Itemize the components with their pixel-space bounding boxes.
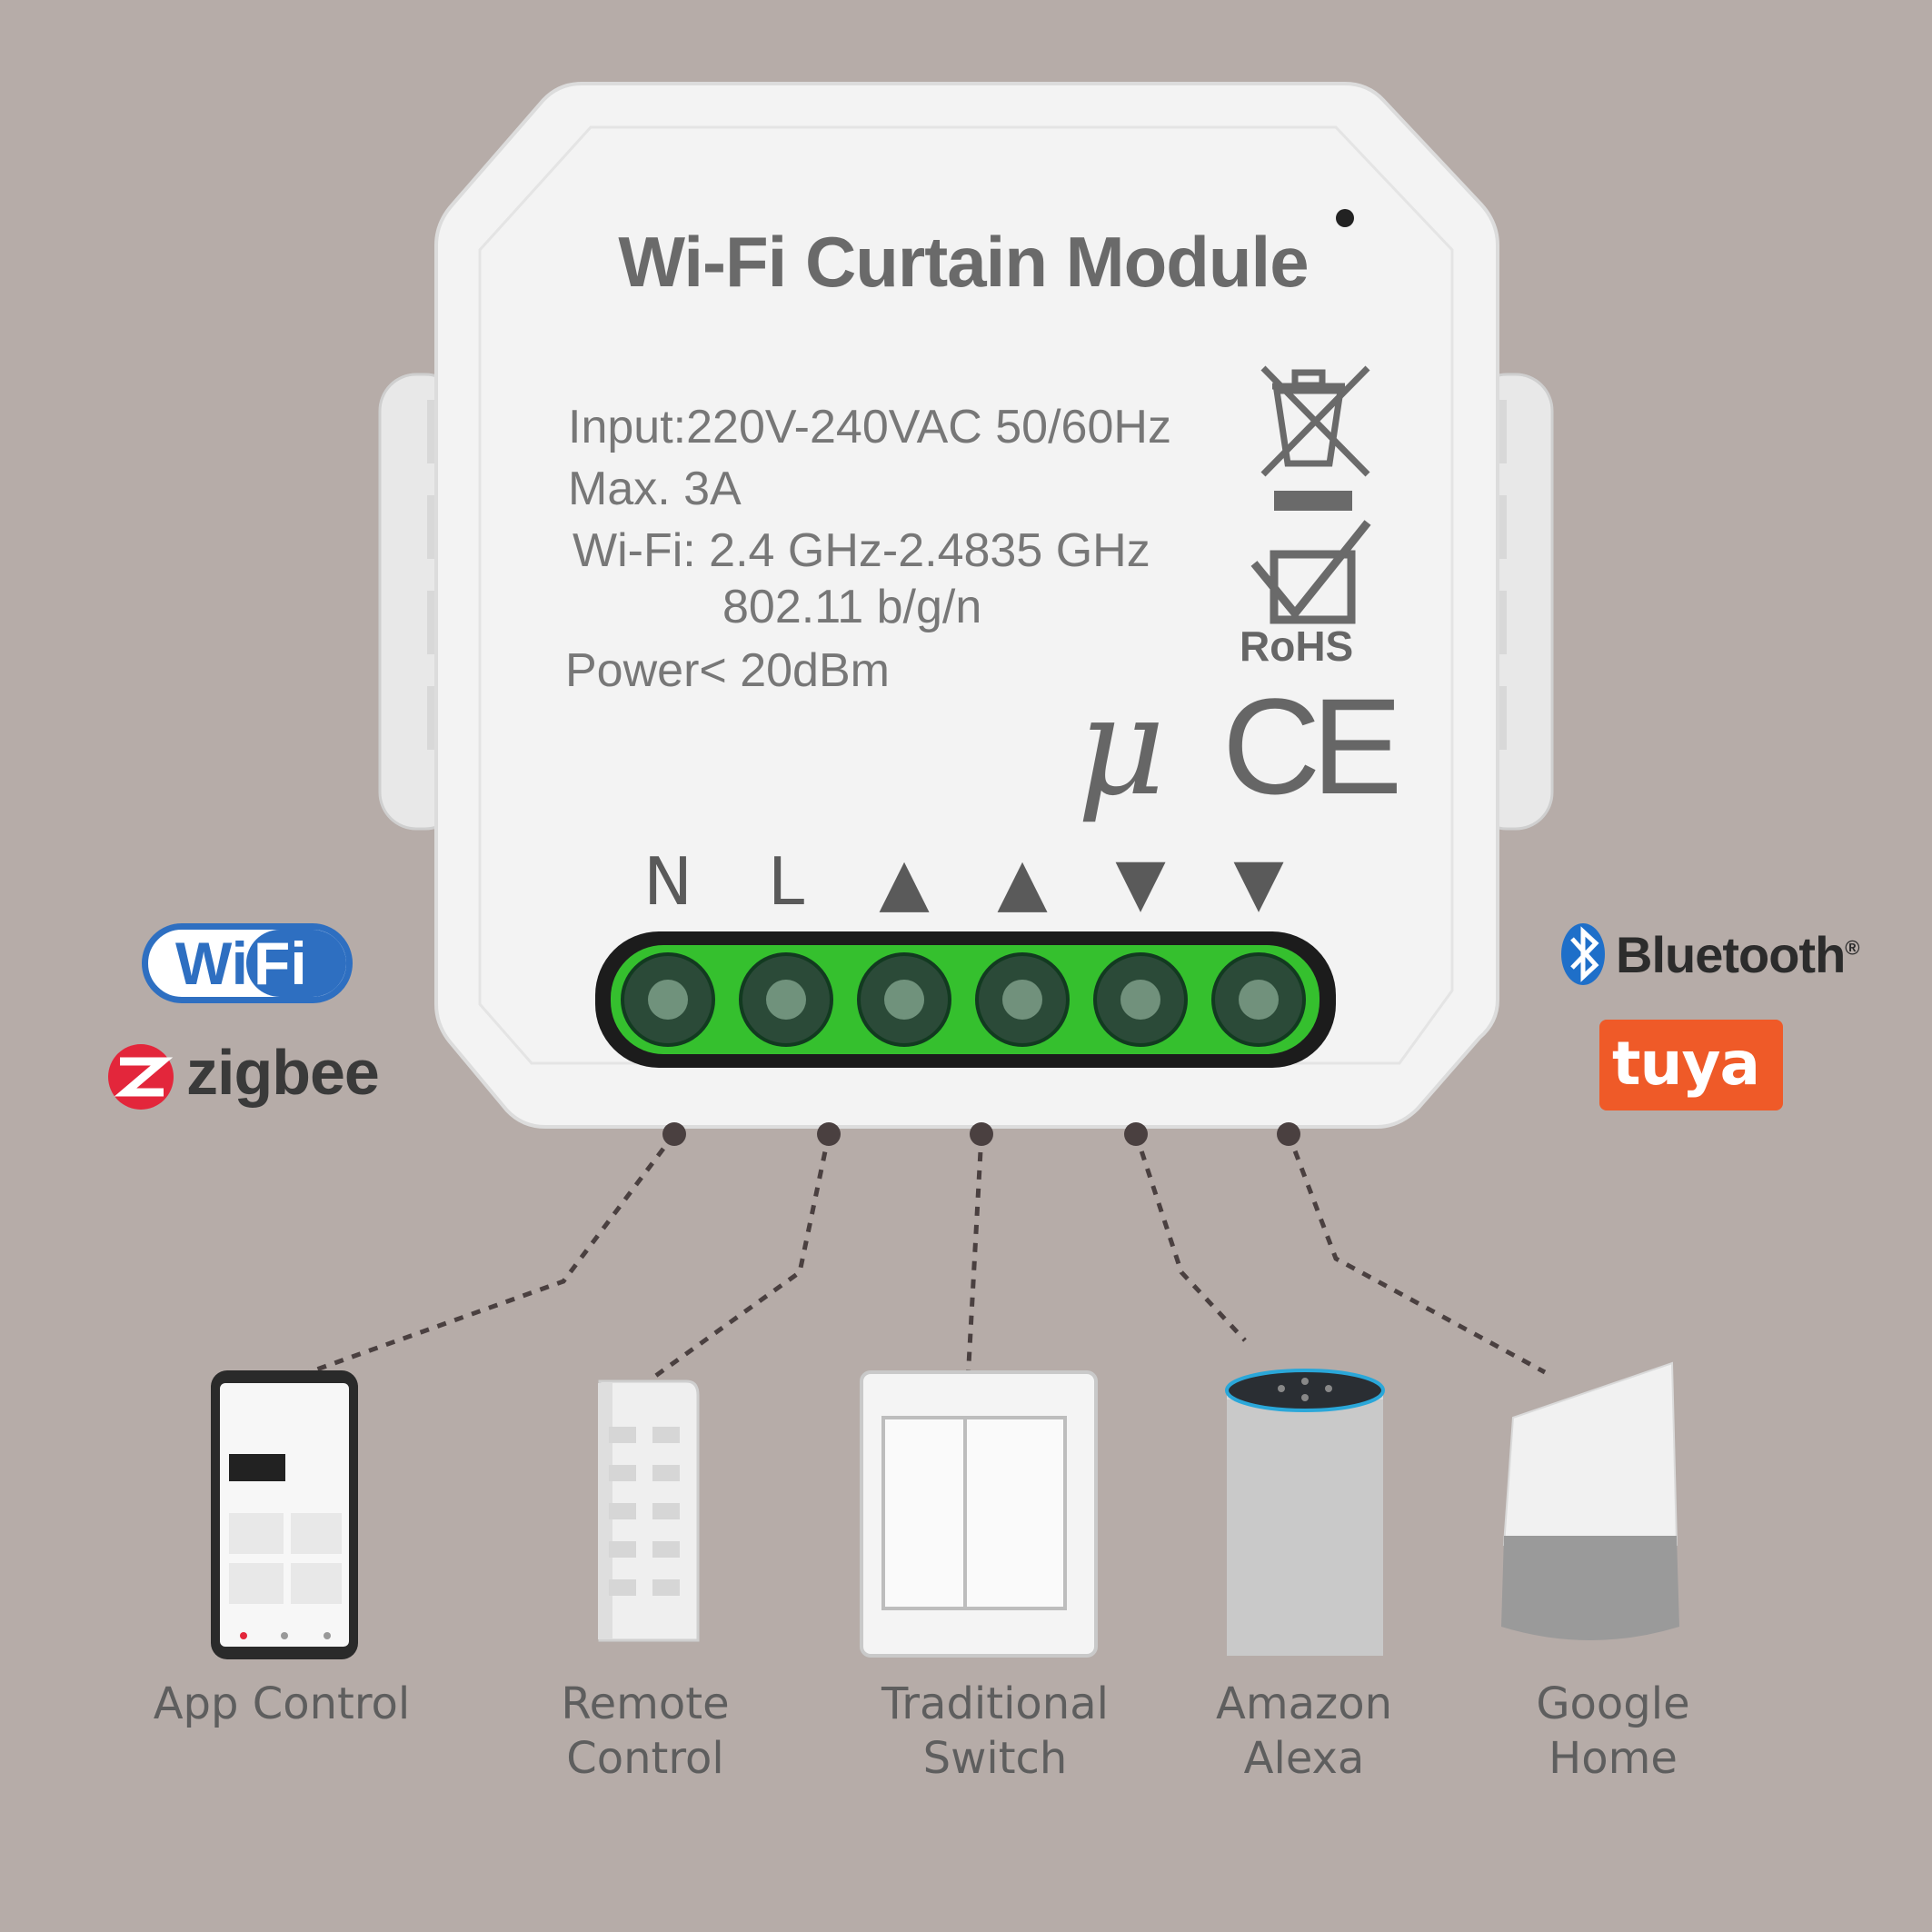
wall-switch-icon <box>860 1370 1098 1658</box>
spec-wifi-standard: 802.11 b/g/n <box>722 581 982 633</box>
module-body <box>434 82 1499 1129</box>
bluetooth-registered-mark: ® <box>1845 936 1859 960</box>
device-label-line: Switch <box>922 1733 1068 1784</box>
smartphone-icon <box>211 1370 358 1659</box>
wifi-logo-fi: Fi <box>246 930 346 997</box>
mu-mark: μ <box>1077 668 1166 826</box>
device-label-app-control: App Control <box>145 1677 418 1731</box>
spec-wifi-band: Wi-Fi: 2.4 GHz-2.4835 GHz <box>573 524 1150 577</box>
wifi-logo-wi: Wi <box>174 930 248 997</box>
terminal-label-n: N <box>643 843 692 920</box>
bluetooth-logo-text: Bluetooth® <box>1616 925 1860 984</box>
status-led <box>1336 209 1354 227</box>
device-label-line: Traditional <box>881 1678 1109 1729</box>
terminal-label-l: L <box>767 843 805 920</box>
zigbee-logo-text: zigbee <box>186 1037 380 1108</box>
terminal-label-down-2: ▼ <box>1233 843 1284 920</box>
rohs-label: RoHS <box>1240 622 1354 670</box>
tuya-logo-text: tuya <box>1612 1029 1760 1099</box>
wifi-logo-icon: Wi Fi <box>142 923 353 1003</box>
spec-max-current: Max. 3A <box>568 463 742 515</box>
device-label-line: Remote <box>561 1678 730 1729</box>
rohs-check-icon <box>1250 520 1371 624</box>
device-label-line: App Control <box>153 1678 411 1729</box>
device-label-traditional-switch: Traditional Switch <box>859 1677 1131 1786</box>
terminal-label-down-1: ▼ <box>1115 843 1166 920</box>
device-label-line: Control <box>566 1733 724 1784</box>
ce-mark: CE <box>1222 670 1402 822</box>
spec-input: Input:220V-240VAC 50/60Hz <box>568 401 1171 453</box>
weee-bin-icon <box>1260 365 1370 511</box>
device-label-line: Google <box>1536 1678 1690 1729</box>
device-label-amazon-alexa: Amazon Alexa <box>1168 1677 1440 1786</box>
device-label-google-home: Google Home <box>1477 1677 1749 1786</box>
terminal-label-up-1: ▲ <box>879 843 930 920</box>
remote-control-icon <box>598 1379 700 1642</box>
spec-power: Power< 20dBm <box>565 644 890 697</box>
bluetooth-wordmark: Bluetooth <box>1616 926 1846 983</box>
device-label-line: Home <box>1549 1733 1678 1784</box>
amazon-echo-icon <box>1225 1369 1385 1656</box>
connector-lines <box>308 1132 1547 1382</box>
device-label-line: Alexa <box>1243 1733 1365 1784</box>
module-title: Wi-Fi Curtain Module <box>618 222 1309 302</box>
google-home-icon <box>1501 1361 1679 1640</box>
bluetooth-logo-icon <box>1561 923 1605 985</box>
device-label-line: Amazon <box>1216 1678 1392 1729</box>
terminal-label-up-2: ▲ <box>997 843 1048 920</box>
tuya-logo-icon: tuya <box>1599 1020 1783 1110</box>
device-label-remote-control: Remote Control <box>509 1677 782 1786</box>
zigbee-logo-icon <box>108 1044 174 1110</box>
